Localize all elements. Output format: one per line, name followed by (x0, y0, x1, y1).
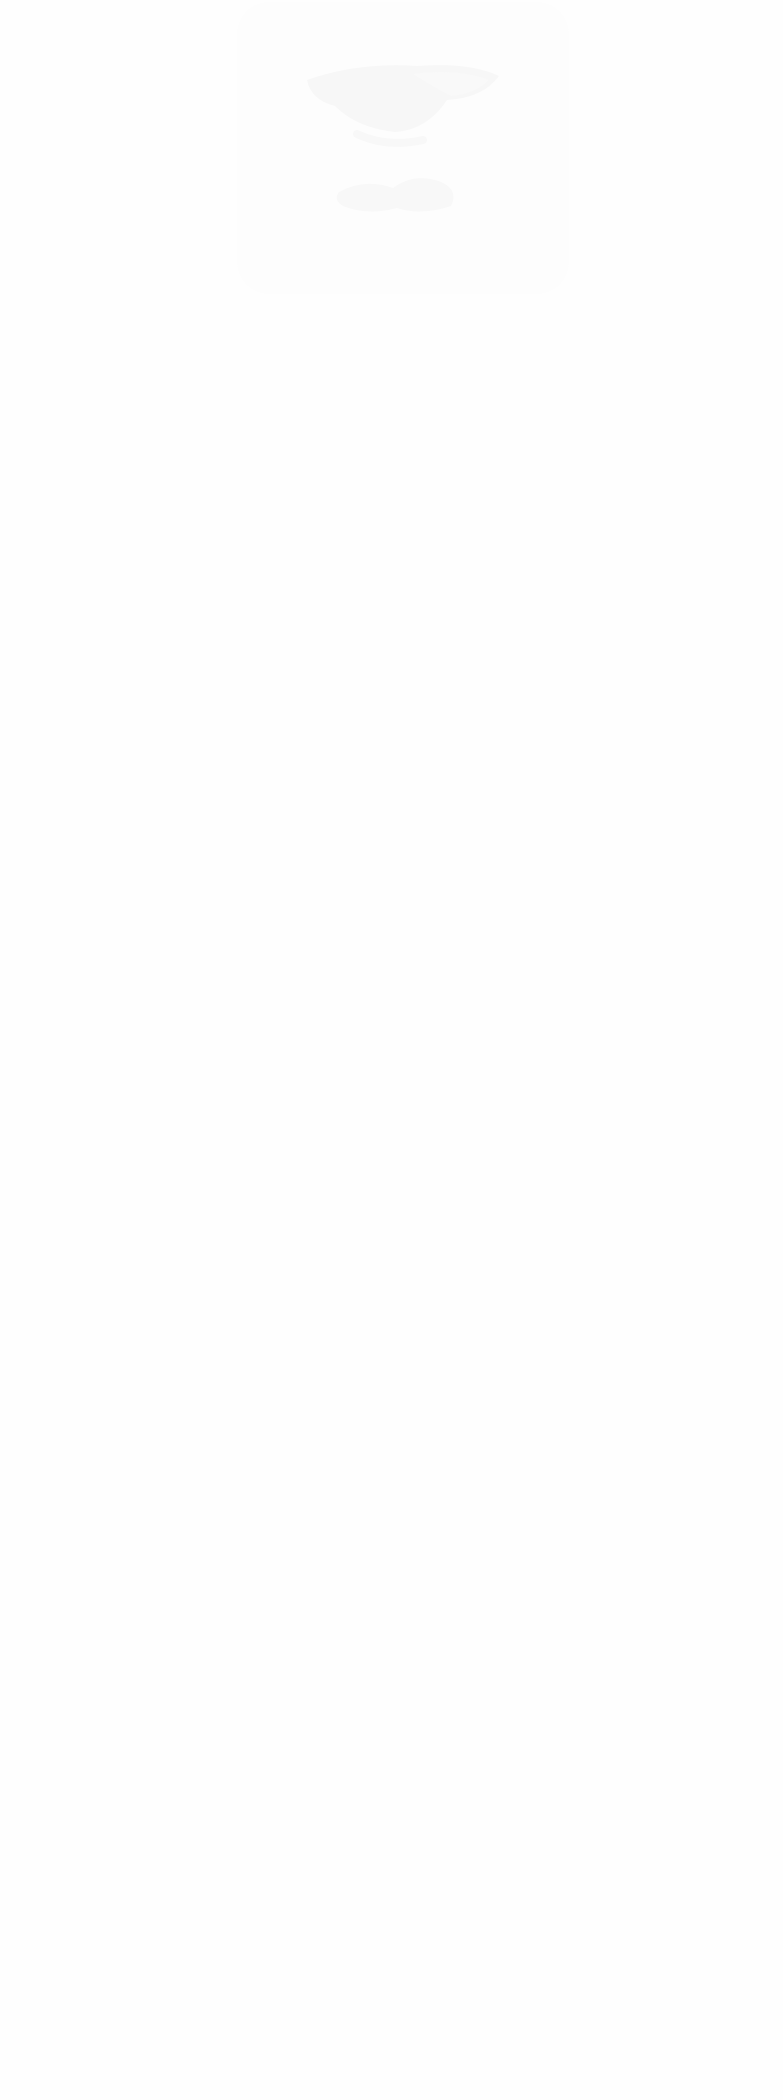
faint-brand-logo-icon (307, 65, 499, 212)
blank-content-area (0, 300, 783, 2100)
brand-logo-tile (237, 2, 569, 294)
